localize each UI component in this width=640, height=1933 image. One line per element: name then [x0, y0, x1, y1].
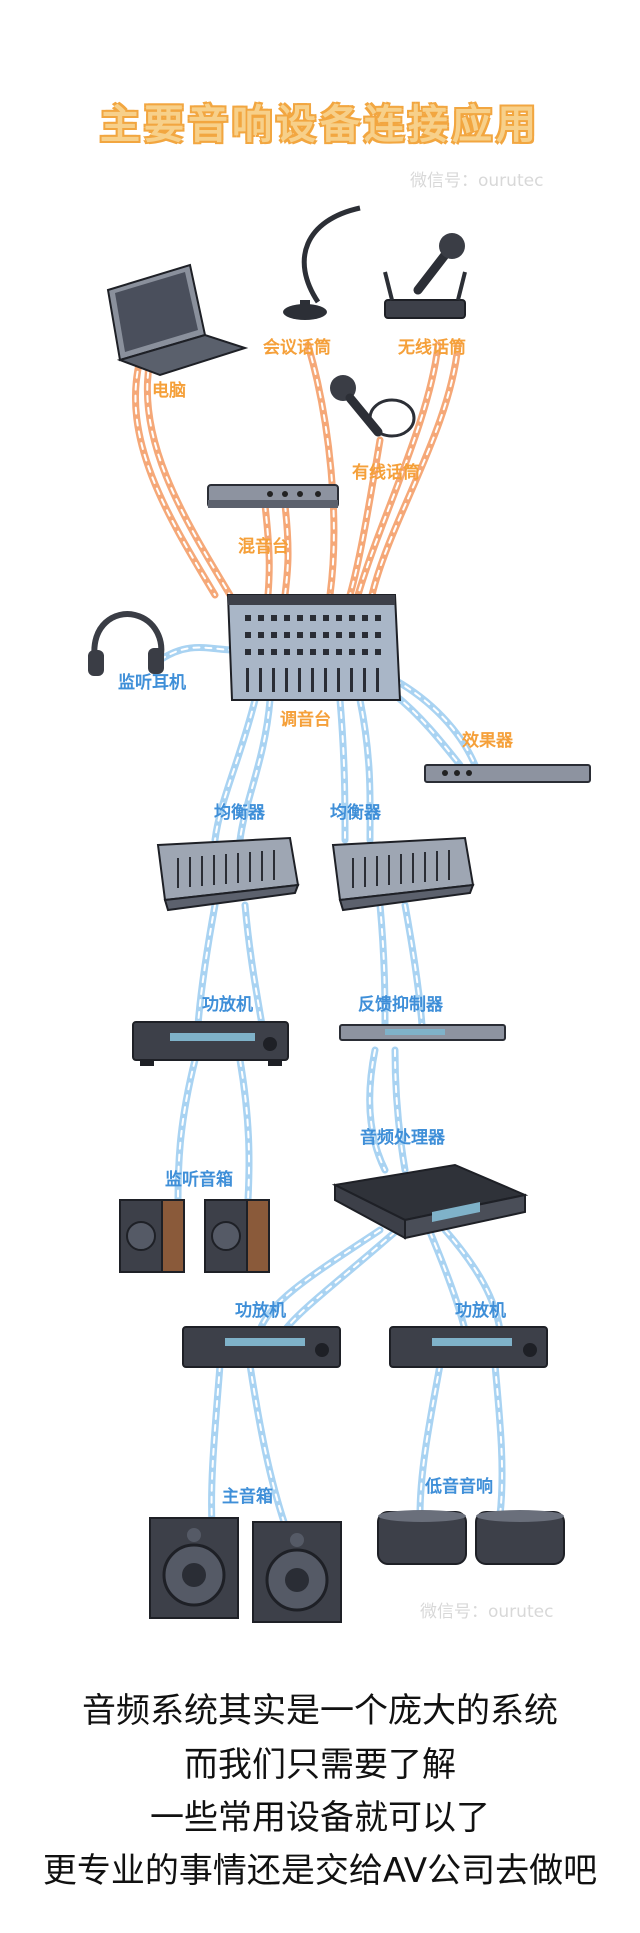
caption-line-3: 一些常用设备就可以了 — [150, 1798, 490, 1838]
watermark-top: 微信号：ourutec — [410, 171, 544, 191]
amplifier-bottom-left-icon — [182, 1326, 341, 1368]
label-eq-right: 均衡器 — [330, 803, 381, 823]
label-console: 调音台 — [280, 710, 331, 730]
watermark-bottom: 微信号：ourutec — [420, 1602, 554, 1622]
monitor-speaker-left-icon — [119, 1199, 185, 1273]
headphones-icon — [88, 611, 165, 676]
feedback-suppressor-icon — [339, 1024, 506, 1041]
page-title: 主要音响设备连接应用 — [100, 102, 540, 148]
label-feedback: 反馈抑制器 — [358, 995, 443, 1015]
label-wired-mic: 有线话筒 — [352, 463, 420, 483]
label-amp-left: 功放机 — [202, 995, 253, 1015]
equalizer-left-icon — [156, 836, 300, 912]
label-main-speakers: 主音箱 — [222, 1487, 273, 1507]
caption-line-2: 而我们只需要了解 — [184, 1745, 456, 1785]
main-speaker-right-icon — [252, 1521, 342, 1623]
caption-line-1: 音频系统其实是一个庞大的系统 — [82, 1691, 558, 1731]
label-audio-processor: 音频处理器 — [360, 1128, 445, 1148]
wired-mic-icon — [330, 375, 416, 438]
blue-cables — [156, 644, 506, 1529]
amplifier-bottom-right-icon — [389, 1326, 548, 1368]
monitor-speaker-right-icon — [204, 1199, 270, 1273]
gooseneck-mic-icon — [283, 205, 361, 320]
label-monitor-speakers: 监听音箱 — [165, 1170, 233, 1190]
label-effects: 效果器 — [462, 731, 513, 751]
small-mixer-icon — [207, 484, 339, 508]
effects-unit-icon — [424, 764, 591, 783]
wireless-mic-icon — [383, 233, 467, 319]
audio-processor-icon — [331, 1163, 529, 1240]
label-small-mixer: 混音台 — [238, 537, 289, 557]
caption-line-4: 更专业的事情还是交给AV公司去做吧 — [42, 1851, 598, 1891]
main-speaker-left-icon — [149, 1517, 239, 1619]
label-amp-bottom-right: 功放机 — [455, 1301, 506, 1321]
subwoofer-right-icon — [475, 1510, 565, 1565]
label-headphones: 监听耳机 — [118, 673, 186, 693]
orange-cables — [132, 341, 462, 599]
laptop-icon — [106, 263, 249, 377]
label-wireless-mic: 无线话筒 — [398, 338, 466, 358]
label-eq-left: 均衡器 — [214, 803, 265, 823]
equalizer-right-icon — [331, 836, 475, 912]
label-computer: 电脑 — [152, 381, 186, 401]
amplifier-left-icon — [132, 1021, 289, 1066]
subwoofer-left-icon — [377, 1510, 467, 1565]
label-amp-bottom-left: 功放机 — [235, 1301, 286, 1321]
label-subwoofer: 低音音响 — [425, 1477, 493, 1497]
mixing-console-icon — [226, 594, 402, 701]
label-meeting-mic: 会议话筒 — [263, 338, 331, 358]
